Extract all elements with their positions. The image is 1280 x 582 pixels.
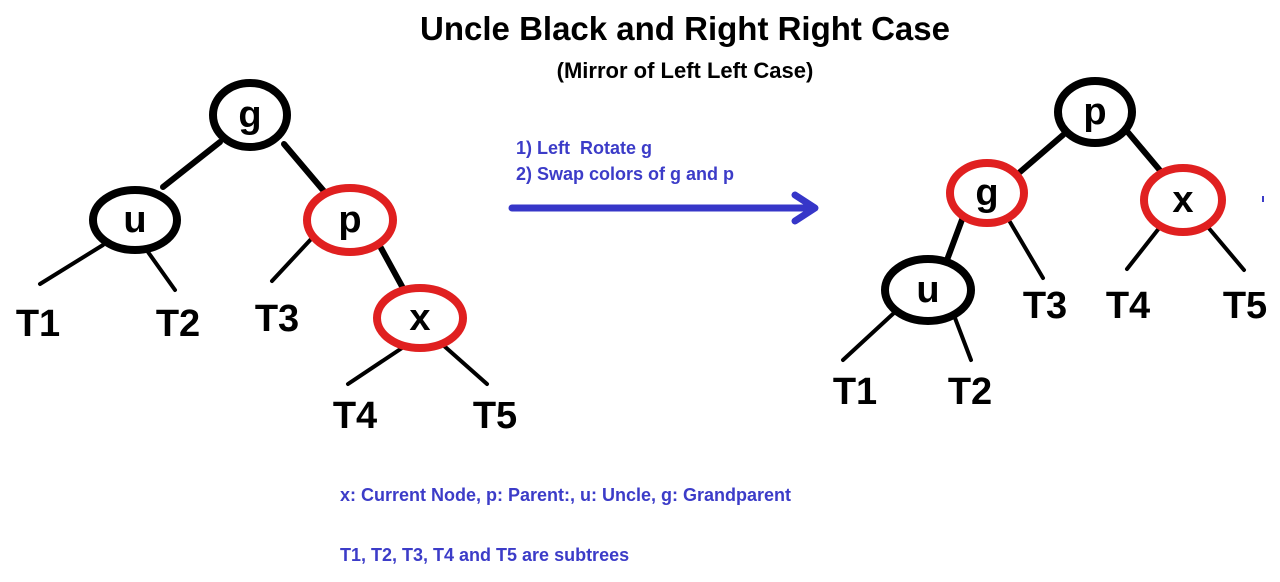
before-edge-6 (346, 346, 404, 386)
before-node-p-label: p (338, 199, 361, 241)
after-node-g-label: g (975, 172, 998, 214)
before-subtree-t1: T1 (16, 303, 60, 345)
tree-edges (38, 127, 1246, 386)
step-1: 1) Left Rotate g (516, 138, 653, 158)
arrow-head (791, 191, 819, 225)
before-subtree-t4: T4 (333, 395, 377, 437)
after-subtree-t5: T5 (1223, 285, 1267, 327)
diagram-title: Uncle Black and Right Right Case (420, 10, 950, 47)
after-node-u-label: u (916, 269, 939, 311)
step-2: 2) Swap colors of g and p (516, 164, 735, 184)
before-edge-1 (281, 141, 331, 199)
before-edge-7 (441, 343, 489, 386)
after-node-p-circle (1054, 77, 1136, 147)
before-node-g-circle (209, 79, 291, 151)
before-edge-4 (146, 250, 177, 292)
after-edge-5 (1205, 224, 1246, 272)
legend-node-roles: x: Current Node, p: Parent:, u: Uncle, g… (340, 485, 792, 505)
after-node-p-label: p (1083, 91, 1106, 133)
stray-dot (1262, 196, 1264, 202)
before-node-x: x (373, 284, 467, 352)
transform-arrow (508, 191, 819, 225)
after-node-u-circle (881, 255, 975, 325)
after-edge-4 (1125, 225, 1162, 271)
after-subtree-t2: T2 (948, 371, 992, 413)
after-edge-0 (1017, 132, 1066, 175)
after-node-x-label: x (1172, 179, 1193, 221)
before-node-g: g (209, 79, 291, 151)
after-edge-2 (944, 214, 966, 263)
before-node-u-label: u (123, 199, 146, 241)
before-node-x-label: x (409, 297, 430, 339)
before-node-x-circle (373, 284, 467, 352)
after-subtree-t4: T4 (1106, 285, 1150, 327)
before-edge-3 (38, 243, 105, 286)
before-subtree-t2: T2 (156, 303, 200, 345)
before-node-g-label: g (238, 94, 261, 136)
before-node-u: u (89, 186, 181, 254)
rotation-steps: 1) Left Rotate g 2) Swap colors of g and … (516, 135, 734, 187)
after-edge-6 (841, 310, 897, 362)
after-node-g-circle (946, 159, 1028, 227)
after-node-u: u (881, 255, 975, 325)
tree-nodes: g u p x p g x u (89, 77, 1226, 352)
after-node-x: x (1140, 164, 1226, 236)
before-edge-0 (160, 139, 223, 190)
before-node-p: p (303, 184, 397, 256)
after-node-p: p (1054, 77, 1136, 147)
before-subtree-t3: T3 (255, 298, 299, 340)
after-node-x-circle (1140, 164, 1226, 236)
before-node-p-circle (303, 184, 397, 256)
before-edge-2 (378, 245, 407, 293)
after-node-g: g (946, 159, 1028, 227)
before-edge-5 (270, 235, 315, 283)
after-edge-7 (953, 316, 973, 362)
legend-subtrees: T1, T2, T3, T4 and T5 are subtrees (340, 545, 630, 565)
after-edge-3 (1008, 220, 1045, 280)
after-edge-1 (1123, 127, 1166, 177)
after-subtree-t1: T1 (833, 371, 877, 413)
before-node-u-circle (89, 186, 181, 254)
diagram-subtitle: (Mirror of Left Left Case) (556, 58, 814, 83)
before-subtree-t5: T5 (473, 395, 517, 437)
after-subtree-t3: T3 (1023, 285, 1067, 327)
